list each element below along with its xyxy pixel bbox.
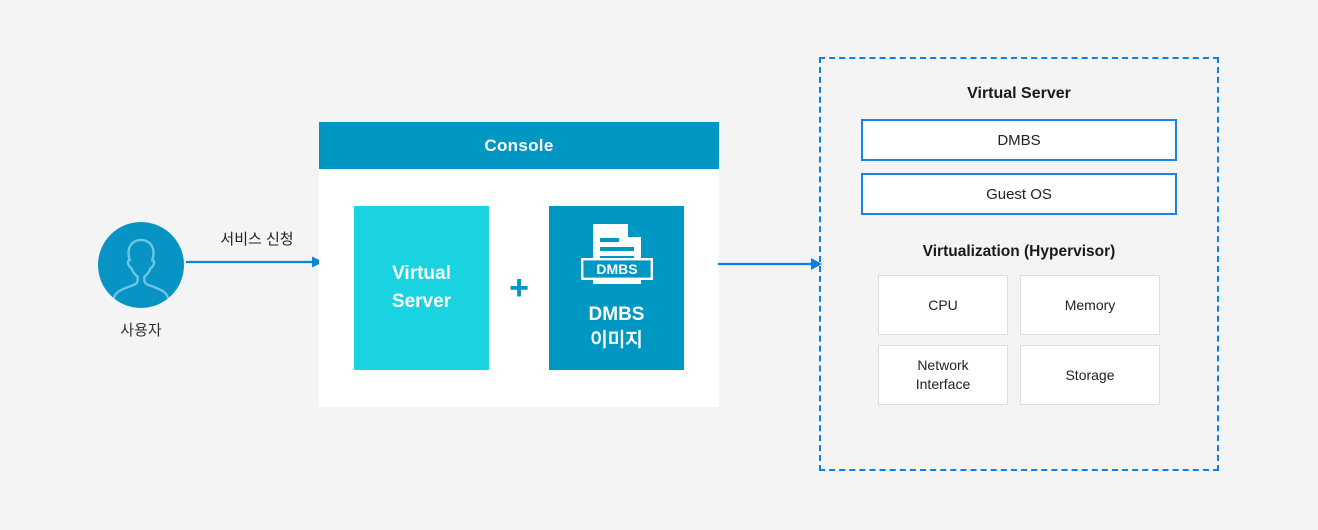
resource-network-interface-label: Network Interface xyxy=(916,356,970,394)
layer-guest-os[interactable]: Guest OS xyxy=(861,173,1177,215)
provision-arrow xyxy=(718,254,822,274)
avatar xyxy=(98,222,184,308)
resource-cpu-label: CPU xyxy=(928,296,958,313)
console-header: Console xyxy=(319,122,719,169)
resource-network-interface-line2: Interface xyxy=(915,376,971,392)
resource-memory-label: Memory xyxy=(1064,296,1116,313)
virtual-server-card[interactable]: Virtual Server xyxy=(354,206,489,370)
user-actor: 사용자 xyxy=(98,222,184,340)
resource-cpu[interactable]: CPU xyxy=(878,275,1008,335)
arrow-right-icon xyxy=(718,258,822,270)
document-badge-label: DMBS xyxy=(596,261,637,277)
resource-storage-label: Storage xyxy=(1065,366,1115,383)
user-silhouette-icon xyxy=(112,238,170,302)
virtual-server-card-text: Virtual Server xyxy=(392,260,451,315)
layer-dmbs-label: DMBS xyxy=(997,131,1041,149)
dmbs-image-card[interactable]: DMBS DMBS 이미지 xyxy=(549,206,684,370)
resource-storage[interactable]: Storage xyxy=(1020,345,1160,405)
console-body: Virtual Server + xyxy=(319,169,719,407)
layer-dmbs[interactable]: DMBS xyxy=(861,119,1177,161)
hypervisor-title: Virtualization (Hypervisor) xyxy=(922,243,1116,260)
virtual-server-title: Virtual Server xyxy=(967,85,1071,102)
resource-network-interface[interactable]: Network Interface xyxy=(878,345,1008,405)
arrow-right-icon xyxy=(186,256,323,268)
virtual-server-card-line1: Virtual xyxy=(392,263,451,285)
virtual-server-card-line2: Server xyxy=(391,291,452,312)
user-label: 사용자 xyxy=(120,322,162,339)
plus-icon: + xyxy=(509,269,529,307)
resource-memory[interactable]: Memory xyxy=(1020,275,1160,335)
dmbs-card-label: DMBS 이미지 xyxy=(589,302,645,353)
dmbs-card-label-line2: 이미지 xyxy=(590,329,643,351)
dmbs-card-label-line1: DMBS xyxy=(588,304,645,325)
request-arrow xyxy=(186,252,323,272)
resource-grid: CPU Memory Network Interface Storage xyxy=(878,275,1160,405)
virtual-server-panel: Virtual Server DMBS Guest OS Virtualizat… xyxy=(819,57,1219,471)
request-arrow-label: 서비스 신청 xyxy=(220,231,294,248)
resource-network-interface-line1: Network xyxy=(917,357,969,374)
layer-guest-os-label: Guest OS xyxy=(986,185,1052,203)
document-icon-glyph: DMBS xyxy=(580,224,653,284)
document-icon: DMBS xyxy=(571,220,663,292)
console-panel: Console Virtual Server + xyxy=(319,122,719,407)
hypervisor-section: Virtualization (Hypervisor) CPU Memory N… xyxy=(861,227,1177,422)
